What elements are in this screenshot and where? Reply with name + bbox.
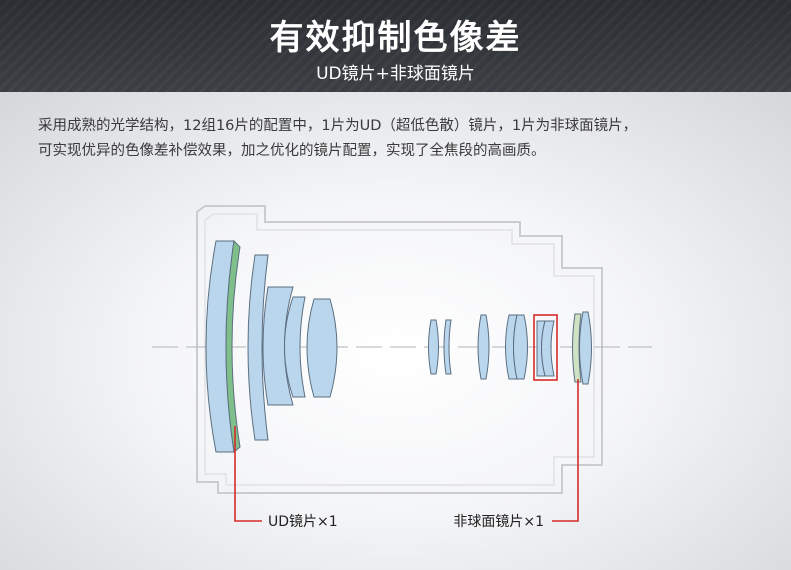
lens-element-2 bbox=[247, 254, 269, 441]
lens-element-12 bbox=[541, 320, 555, 377]
lens-barrel-outline bbox=[196, 205, 603, 494]
lens-element-6 bbox=[428, 319, 439, 375]
aspherical-lens-element bbox=[572, 313, 582, 383]
lens-element-13 bbox=[579, 311, 592, 385]
description-text: 采用成熟的光学结构，12组16片的配置中，1片为UD（超低色散）镜片，1片为非球… bbox=[38, 114, 768, 164]
lens-element-5 bbox=[306, 298, 338, 398]
aspherical-callout-line bbox=[552, 379, 579, 522]
lens-element-7 bbox=[443, 319, 452, 375]
lens-element-3 bbox=[262, 286, 294, 406]
lens-barrel-inner-outline bbox=[204, 213, 595, 486]
lens-element-10 bbox=[513, 314, 528, 380]
header-banner: 有效抑制色像差 UD镜片+非球面镜片 bbox=[0, 0, 791, 92]
ud-lens-element bbox=[225, 239, 241, 453]
page-title: 有效抑制色像差 bbox=[269, 18, 522, 58]
header-texture bbox=[0, 0, 791, 92]
ud-callout-line bbox=[234, 426, 262, 522]
lens-element-4 bbox=[284, 296, 306, 398]
aspherical-callout-label: 非球面镜片×1 bbox=[453, 514, 544, 530]
lens-element-8 bbox=[477, 314, 490, 380]
highlight-box bbox=[533, 314, 558, 381]
ud-callout-label: UD镜片×1 bbox=[268, 514, 338, 530]
description-line-2: 可实现优异的色像差补偿效果，加之优化的镜片配置，实现了全焦段的高画质。 bbox=[38, 143, 546, 159]
description-line-1: 采用成熟的光学结构，12组16片的配置中，1片为UD（超低色散）镜片，1片为非球… bbox=[38, 118, 638, 134]
page-subtitle: UD镜片+非球面镜片 bbox=[316, 64, 475, 84]
content-area: 采用成熟的光学结构，12组16片的配置中，1片为UD（超低色散）镜片，1片为非球… bbox=[0, 92, 791, 570]
